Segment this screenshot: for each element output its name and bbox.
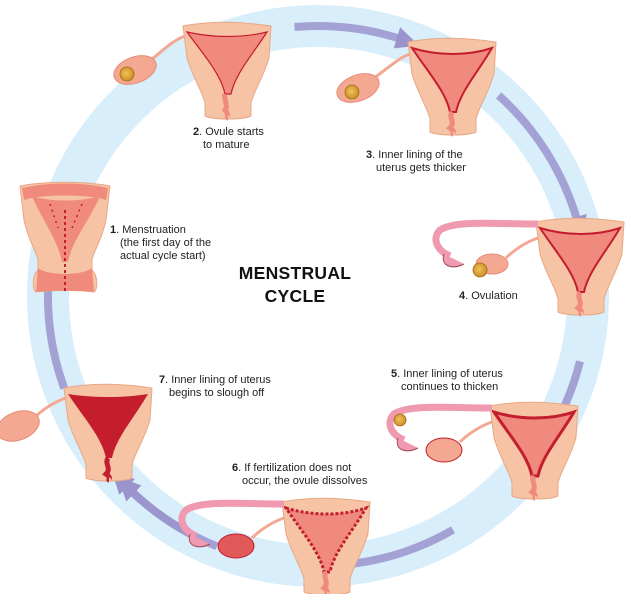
stage-text: begins to slough off bbox=[169, 387, 265, 399]
ovule-icon bbox=[119, 66, 135, 82]
stage-4-label: 4. Ovulation bbox=[459, 290, 518, 302]
stage-text: Inner lining of the bbox=[378, 149, 463, 161]
stage-text: uterus gets thicker bbox=[376, 162, 466, 174]
stage-text: Inner lining of uterus bbox=[403, 368, 503, 380]
ovule-icon bbox=[344, 84, 360, 100]
stage-number: 6 bbox=[232, 462, 239, 474]
stage-3-label: 3. Inner lining of the uterus gets thick… bbox=[366, 149, 466, 174]
uterus-stage-7 bbox=[0, 383, 153, 483]
ovule-icon bbox=[472, 262, 488, 278]
cycle-arrow-6 bbox=[127, 487, 219, 551]
title-line-1: MENSTRUAL bbox=[238, 263, 352, 283]
stage-text: Ovule starts bbox=[205, 126, 264, 138]
stage-number: 7 bbox=[159, 374, 166, 386]
diagram-title: MENSTRUAL CYCLE bbox=[230, 262, 360, 308]
uterus-stage-4 bbox=[432, 217, 625, 317]
stage-text: Menstruation bbox=[122, 224, 186, 236]
uterus-stage-5 bbox=[386, 401, 579, 501]
cycle-arrow-3 bbox=[495, 92, 582, 223]
stage-6-label: 6. If fertilization does not occur, the … bbox=[232, 462, 368, 487]
cycle-arrow-2 bbox=[294, 22, 403, 44]
uterus-stage-3 bbox=[336, 37, 497, 137]
stage-text: If fertilization does not bbox=[244, 462, 352, 474]
stage-text: Inner lining of uterus bbox=[171, 374, 271, 386]
stage-number: 4 bbox=[459, 290, 466, 302]
stage-text: to mature bbox=[203, 139, 250, 151]
uterus-stage-1 bbox=[19, 181, 111, 293]
stage-7-label: 7. Inner lining of uterus begins to slou… bbox=[159, 374, 271, 399]
uterus-stage-2 bbox=[113, 21, 272, 121]
stage-number: 5 bbox=[391, 368, 398, 380]
stage-text: continues to thicken bbox=[401, 381, 499, 393]
stage-2-label: 2. Ovule starts to mature bbox=[193, 126, 264, 151]
stage-text: Ovulation bbox=[471, 290, 518, 302]
ovule-icon bbox=[393, 413, 407, 427]
uterus-stage-6 bbox=[178, 497, 371, 594]
stage-text: occur, the ovule dissolves bbox=[242, 475, 368, 487]
stage-number: 1 bbox=[110, 224, 117, 236]
stage-number: 3 bbox=[366, 149, 373, 161]
stage-text: (the first day of the bbox=[120, 237, 212, 249]
stage-number: 2 bbox=[193, 126, 200, 138]
title-line-2: CYCLE bbox=[264, 286, 326, 306]
stage-1-label: 1. Menstruation (the first day of the ac… bbox=[110, 224, 212, 262]
stage-text: actual cycle start) bbox=[120, 250, 206, 262]
arrow-head-icon bbox=[117, 476, 142, 502]
stage-5-label: 5. Inner lining of uterus continues to t… bbox=[391, 368, 503, 393]
